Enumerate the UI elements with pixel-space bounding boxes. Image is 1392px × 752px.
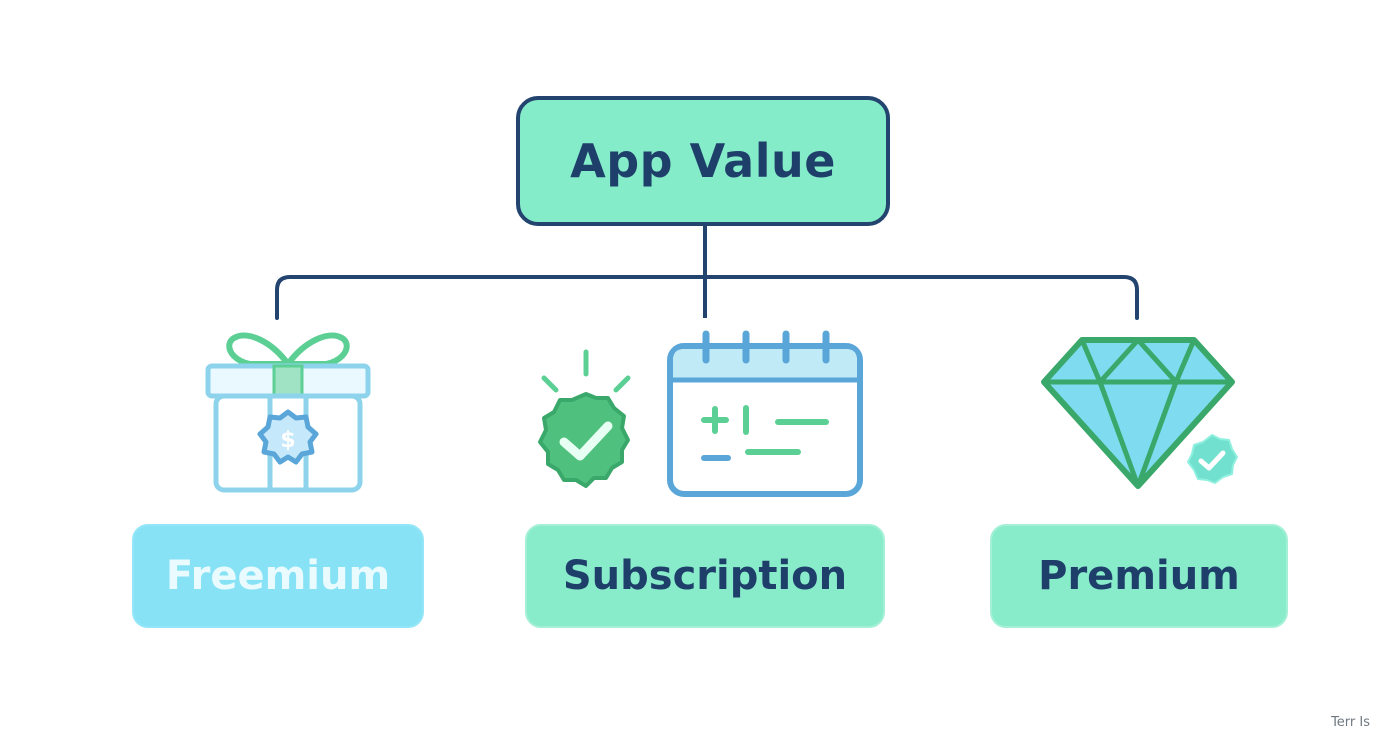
subscription-box: Subscription — [525, 524, 885, 628]
root-label: App Value — [570, 134, 836, 188]
corner-watermark-text: Terr Is — [1331, 715, 1370, 730]
premium-box: Premium — [990, 524, 1288, 628]
check-badge-icon — [528, 344, 648, 504]
freemium-box: Freemium — [132, 524, 424, 628]
diamond-icon — [1040, 336, 1244, 492]
premium-label: Premium — [1038, 553, 1240, 599]
subscription-label: Subscription — [562, 553, 848, 599]
freemium-label: Freemium — [165, 553, 391, 599]
root-node: App Value — [516, 96, 890, 226]
branch-line — [275, 275, 1139, 320]
gift-box-icon: $ — [200, 326, 376, 498]
checkmark-badge-icon — [1184, 432, 1240, 488]
calendar-icon — [664, 330, 868, 500]
svg-text:$: $ — [280, 428, 295, 453]
